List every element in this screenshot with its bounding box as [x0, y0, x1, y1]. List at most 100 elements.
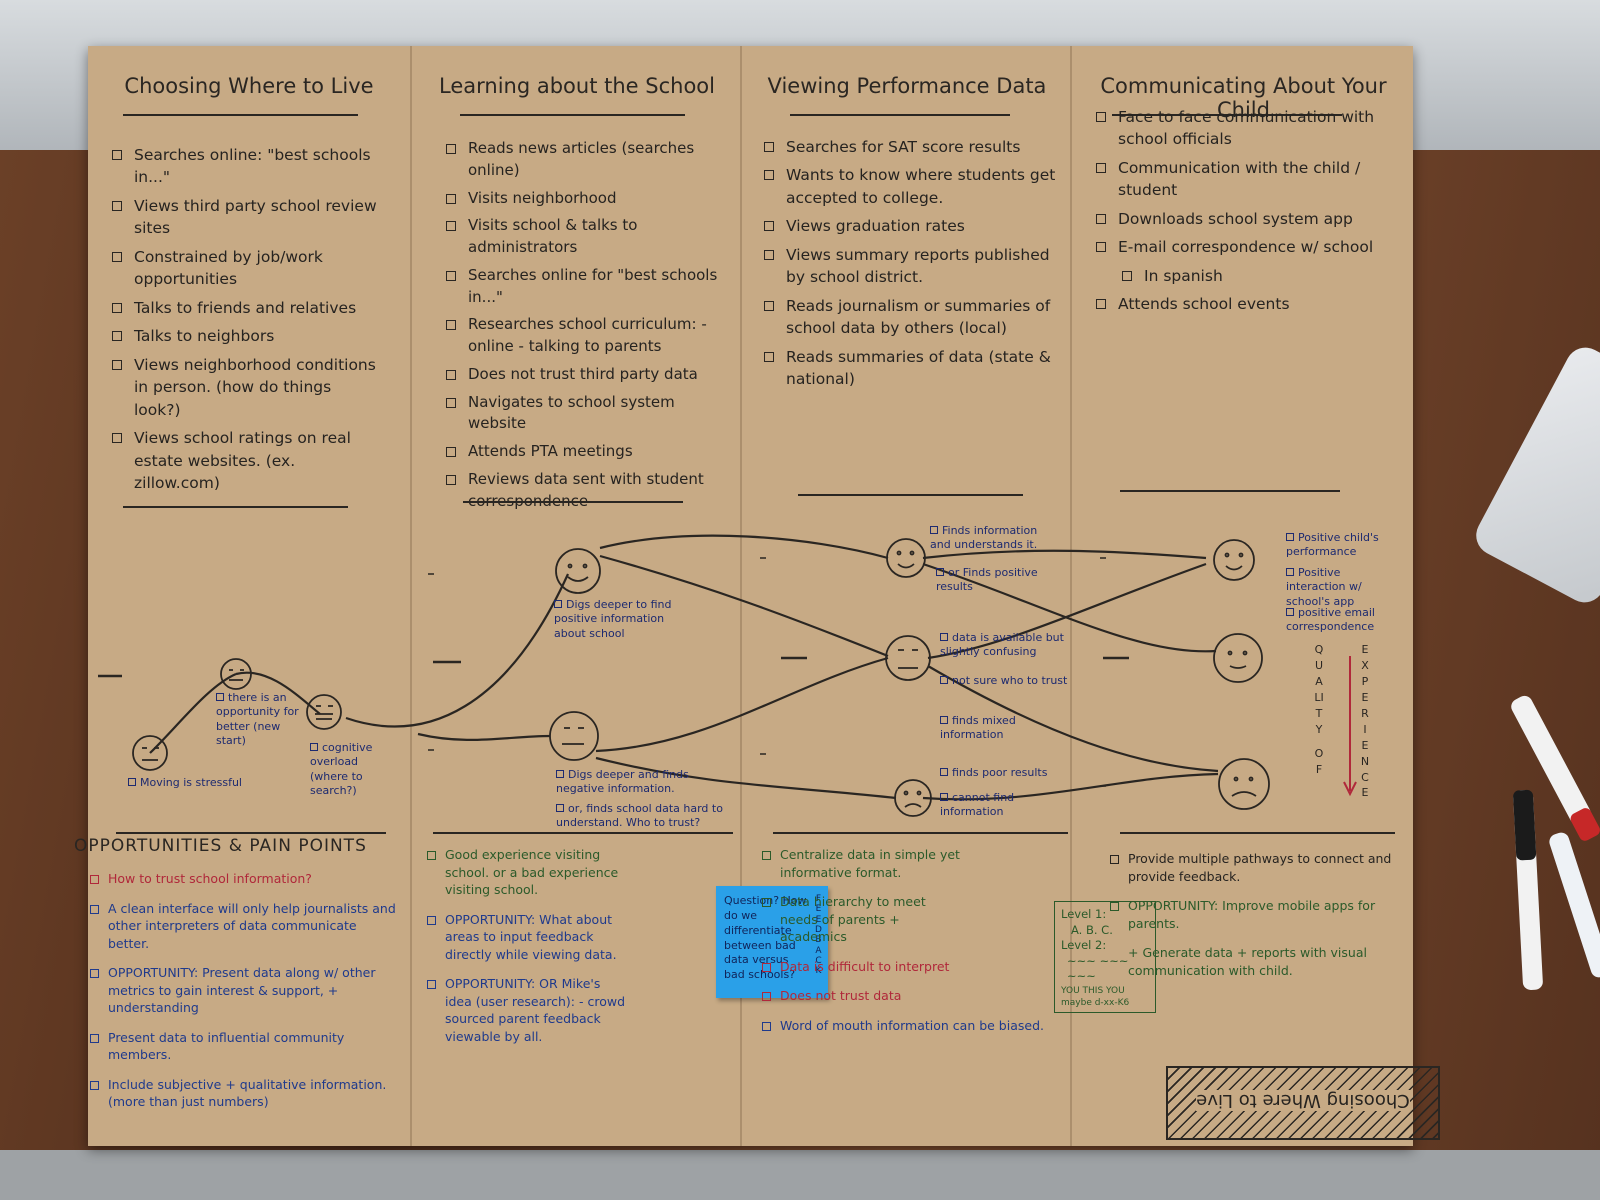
journey-note: Positive child's performance [1286, 531, 1398, 560]
list-item: Researches school curriculum: -online - … [444, 314, 736, 358]
curve-segment [599, 554, 889, 658]
section-divider [1120, 832, 1395, 834]
journey-map-sheet: Choosing Where to Live Searches online: … [74, 46, 1440, 1146]
axis-tick [428, 557, 1106, 787]
panel-viewing-performance-data: Viewing Performance Data Searches for SA… [740, 46, 1072, 1146]
axis-label-quality: QUALITY [1314, 643, 1324, 736]
journey-note: there is an opportunity for better (new … [216, 691, 306, 748]
sad-face-icon [894, 779, 932, 817]
level-value: ~~~ ~~~ ~~~ [1067, 953, 1129, 984]
journey-note: or Finds positive results [936, 566, 1066, 595]
title-underline [460, 114, 685, 116]
journey-note: Digs deeper and finds negative informati… [556, 768, 696, 797]
list-item: Searches online for "best schools in..." [444, 265, 736, 309]
journey-note: cannot find information [940, 791, 1080, 820]
pain-point-list: Provide multiple pathways to connect and… [1108, 850, 1408, 991]
level-label: Level 1: [1061, 907, 1107, 921]
section-divider [116, 832, 386, 834]
journey-note: Digs deeper to find positive information… [554, 598, 684, 641]
section-divider [1120, 490, 1340, 492]
journey-note: data is available but slightly confusing [940, 631, 1070, 660]
list-item: E-mail correspondence w/ school [1094, 236, 1399, 258]
curve-segment [417, 732, 551, 741]
curve-segment [149, 672, 237, 754]
list-item: Reads news articles (searches online) [444, 138, 736, 182]
list-item: Data is difficult to interpret [760, 958, 960, 976]
list-item: Views graduation rates [762, 215, 1062, 237]
level-note: YOU THIS YOU maybe d-xx-K6 [1061, 985, 1130, 1008]
list-item: Views neighborhood conditions in person.… [110, 354, 380, 421]
list-item: Views school ratings on real estate webs… [110, 427, 380, 494]
panel-learning-about-school: Learning about the School Reads news art… [410, 46, 742, 1146]
pain-point-list: Good experience visiting school. or a ba… [425, 846, 625, 1057]
list-item: + Generate data + reports with visual co… [1128, 945, 1367, 978]
list-item: Searches for SAT score results [762, 136, 1062, 158]
list-item: Present data to influential community me… [88, 1029, 400, 1064]
overwhelmed-face-icon [306, 694, 342, 730]
list-item: Attends school events [1094, 293, 1399, 315]
neutral-face-icon [132, 735, 168, 771]
curve-segment [345, 573, 570, 728]
list-item: Provide multiple pathways to connect and… [1108, 850, 1408, 885]
axis-label-of: OF [1314, 747, 1324, 776]
curve-segment [595, 656, 889, 753]
activity-list: Face to face communication with school o… [1094, 106, 1399, 322]
journey-note: finds mixed information [940, 714, 1080, 743]
list-item: Visits neighborhood [444, 188, 736, 210]
list-item: Talks to friends and relatives [110, 297, 380, 319]
journey-note: Positive interaction w/ school's app [1286, 566, 1398, 609]
pain-points-heading: OPPORTUNITIES & PAIN POINTS [74, 836, 367, 856]
title-underline [1112, 114, 1342, 116]
list-item: Include subjective + qualitative informa… [88, 1076, 400, 1111]
level-label: Level 2: [1061, 938, 1107, 953]
list-item: Attends PTA meetings [444, 441, 736, 463]
list-item: OPPORTUNITY: Present data along w/ other… [88, 964, 400, 1017]
panel-choosing-where-to-live: Choosing Where to Live Searches online: … [88, 46, 410, 1146]
data-hierarchy-box: Level 1: A. B. C. Level 2: ~~~ ~~~ ~~~ Y… [1054, 901, 1156, 1013]
activity-list: Searches for SAT score results Wants to … [762, 136, 1062, 397]
list-item: Good experience visiting school. or a ba… [425, 846, 625, 899]
list-item: Word of mouth information can be biased. [760, 1017, 1070, 1035]
column-title: Communicating About Your Child [1100, 74, 1387, 122]
title-underline [790, 114, 1010, 116]
neutral-face-icon [549, 711, 599, 761]
section-divider [463, 501, 683, 503]
list-item: Talks to neighbors [110, 325, 380, 347]
sticky-note: Question? How do we differentiate betwee… [716, 886, 828, 998]
journey-note: cognitive overload (where to search?) [310, 741, 390, 798]
list-item: Reads summaries of data (state & nationa… [762, 346, 1062, 391]
panel-communicating-about-child: Communicating About Your Child Face to f… [1070, 46, 1415, 1146]
list-item: OPPORTUNITY: OR Mike's idea (user resear… [425, 975, 625, 1045]
list-item: Does not trust data [760, 987, 960, 1005]
hatched-title-stamp: Choosing Where to Live [1166, 1066, 1440, 1140]
section-divider [123, 506, 348, 508]
journey-note: finds poor results [940, 766, 1070, 780]
journey-note: or, finds school data hard to understand… [556, 802, 726, 831]
pain-point-list: Centralize data in simple yet informativ… [760, 846, 1044, 1046]
axis-label-experience: EXPERIENCE [1360, 643, 1370, 800]
list-item: Visits school & talks to administrators [444, 215, 736, 259]
list-item: In spanish [1094, 265, 1399, 287]
sad-face-icon [1218, 758, 1270, 810]
section-divider [773, 832, 1068, 834]
curve-segment [927, 665, 1219, 773]
neutral-face-icon [220, 658, 252, 690]
sticky-note-label: FEEDBACK [815, 894, 822, 977]
level-value: A. B. C. [1071, 922, 1113, 937]
list-item: OPPORTUNITY: What about areas to input f… [425, 911, 625, 964]
list-item: Face to face communication with school o… [1094, 106, 1399, 151]
column-title: Choosing Where to Live [124, 74, 374, 98]
list-item: Searches online: "best schools in..." [110, 144, 380, 189]
journey-note: positive email correspondence [1286, 606, 1398, 635]
pain-point-list: How to trust school information? A clean… [88, 870, 400, 1123]
journey-note: Finds information and understands it. [930, 524, 1060, 553]
curve-segment [922, 549, 1207, 560]
title-underline [123, 114, 358, 116]
activity-list: Reads news articles (searches online) Vi… [444, 138, 736, 518]
column-title: Viewing Performance Data [767, 74, 1047, 98]
list-item: Downloads school system app [1094, 208, 1399, 230]
neutral-face-icon [885, 635, 931, 681]
happy-face-icon [1213, 539, 1255, 581]
list-item: Communication with the child / student [1094, 157, 1399, 202]
content-face-icon [1213, 633, 1263, 683]
